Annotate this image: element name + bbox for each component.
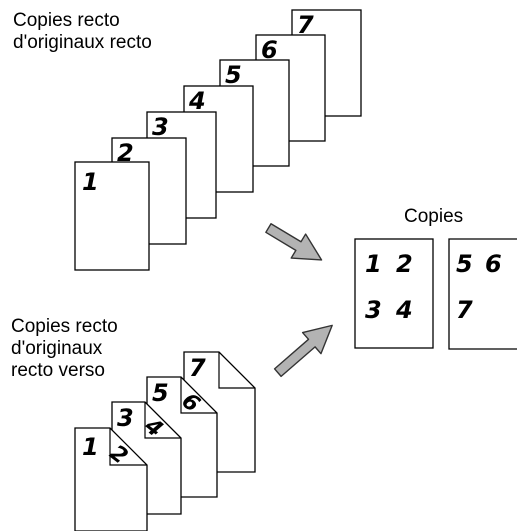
arrow-right-down-icon [265,223,323,261]
bottom-sheet-3-front-number: 3 [117,404,134,432]
output-sheet-1-page-2: 2 [396,250,413,278]
output-sheet-1-page-4: 4 [395,296,413,324]
bottom-group-label: Copies recto d'originaux recto verso [11,316,118,382]
top-page-1-number: 1 [82,168,99,196]
output-sheet-2-page-6: 6 [485,250,502,278]
output-sheet-1: 1 2 3 4 [354,238,434,349]
top-page-7: 7 [291,9,362,117]
top-page-2-number: 2 [117,139,134,167]
bottom-label-line-1: Copies recto [11,316,118,337]
top-group-label: Copies recto d'originaux recto [13,10,152,54]
top-page-1: 1 [74,161,150,271]
output-title: Copies [404,206,464,227]
bottom-label-line-2: d'originaux [11,338,103,359]
arrow-right-up-icon [273,324,333,378]
top-label-line-1: Copies recto [13,10,120,31]
output-sheet-1-page-1: 1 [365,250,382,278]
top-page-7-number: 7 [297,11,314,39]
bottom-sheet-1-2: 1 2 [74,427,148,531]
bottom-sheet-7-front-number: 7 [189,354,206,382]
top-page-6-number: 6 [261,36,278,64]
output-sheet-1-page-3: 3 [365,296,382,324]
output-sheet-2: 5 6 7 [448,238,517,350]
top-label-line-2: d'originaux recto [13,32,152,53]
bottom-sheet-5-front-number: 5 [152,379,169,407]
top-page-4-number: 4 [188,87,206,115]
output-sheet-2-page-5: 5 [456,250,473,278]
bottom-sheet-1-front-number: 1 [82,433,99,461]
output-sheet-2-page-7: 7 [456,296,473,324]
bottom-label-line-3: recto verso [11,360,105,381]
top-page-3-number: 3 [152,113,169,141]
top-page-5-number: 5 [225,61,242,89]
